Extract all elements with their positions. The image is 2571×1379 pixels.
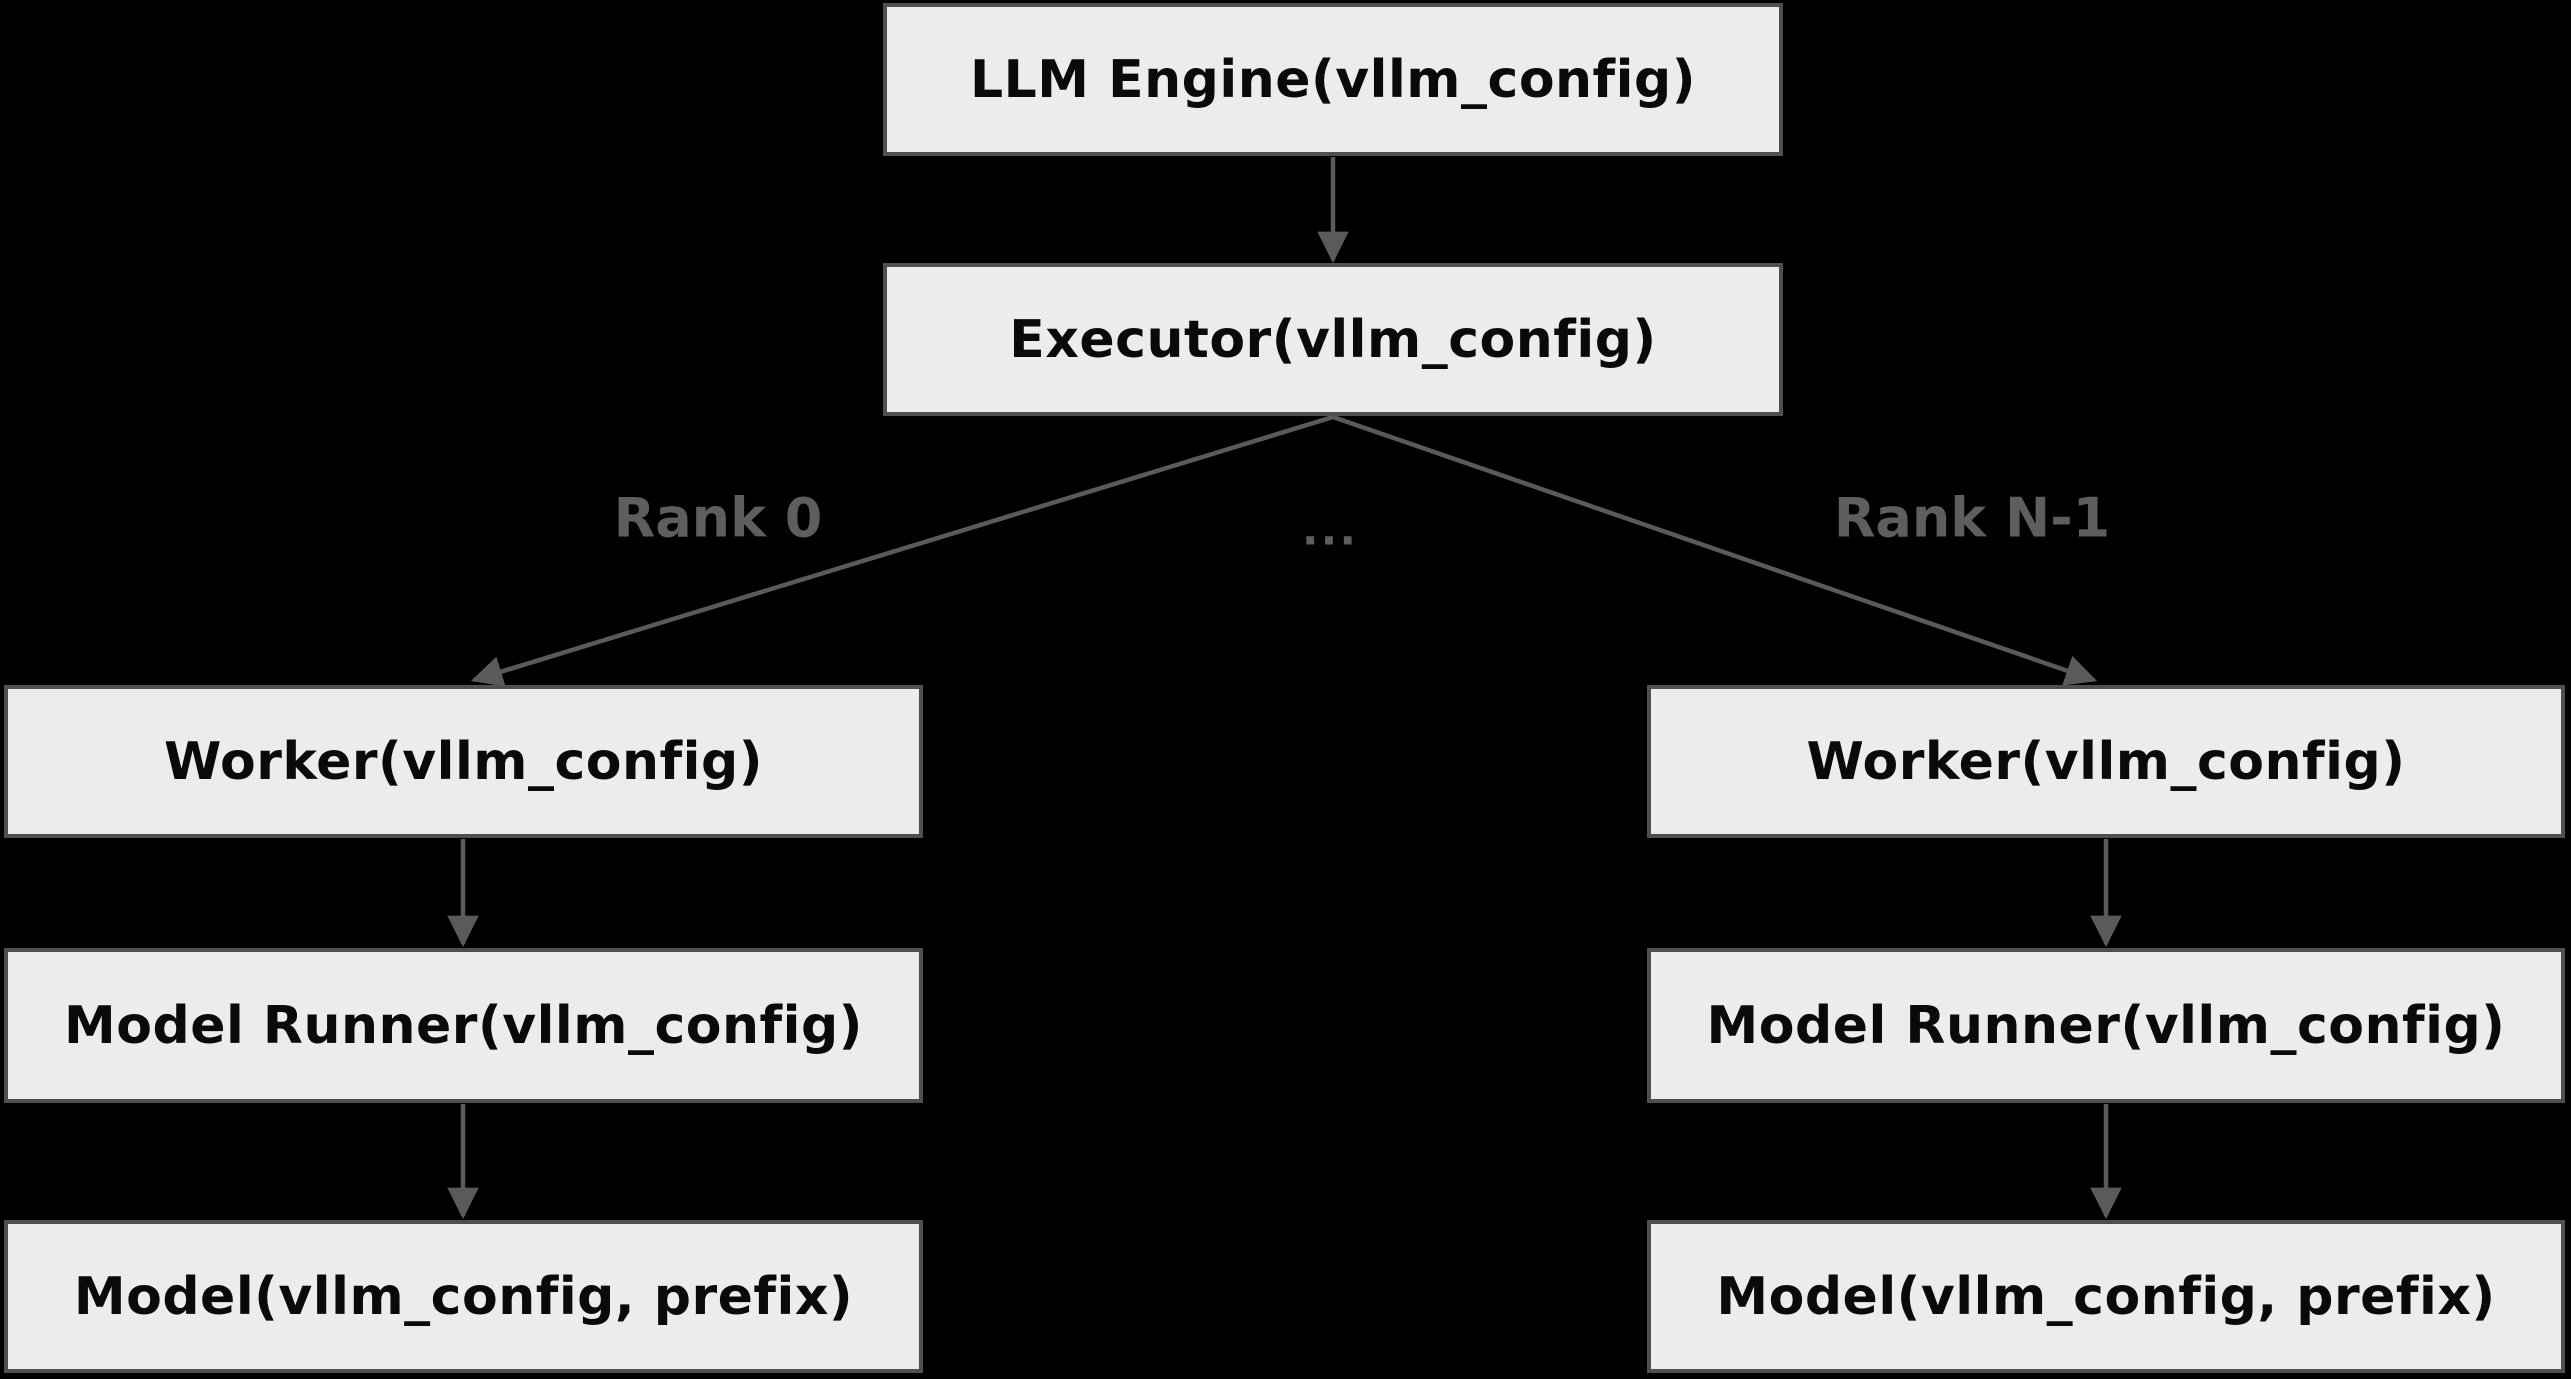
- node-model-rank0: Model(vllm_config, prefix): [4, 1220, 923, 1373]
- node-model-runner-rank0: Model Runner(vllm_config): [4, 948, 923, 1103]
- node-model-rankn-label: Model(vllm_config, prefix): [1716, 1266, 2496, 1327]
- node-model-runner-rank0-label: Model Runner(vllm_config): [64, 995, 863, 1056]
- edge-label-rank-0: Rank 0: [613, 486, 823, 550]
- node-worker-rankn-label: Worker(vllm_config): [1806, 731, 2406, 792]
- node-model-rank0-label: Model(vllm_config, prefix): [73, 1266, 854, 1327]
- node-executor: Executor(vllm_config): [883, 263, 1783, 416]
- edge-label-ellipsis: ...: [1301, 504, 1359, 556]
- edge-executor-to-worker-rank0: [470, 414, 1334, 687]
- edge-label-rank-n-1: Rank N-1: [1833, 486, 2111, 550]
- node-llm-engine: LLM Engine(vllm_config): [883, 3, 1783, 156]
- node-worker-rankn: Worker(vllm_config): [1647, 685, 2565, 838]
- node-model-runner-rankn-label: Model Runner(vllm_config): [1706, 995, 2506, 1056]
- node-executor-label: Executor(vllm_config): [1009, 309, 1657, 370]
- node-worker-rank0-label: Worker(vllm_config): [164, 731, 763, 792]
- node-model-rankn: Model(vllm_config, prefix): [1647, 1220, 2565, 1373]
- node-model-runner-rankn: Model Runner(vllm_config): [1647, 948, 2565, 1103]
- node-llm-engine-label: LLM Engine(vllm_config): [970, 49, 1696, 110]
- node-worker-rank0: Worker(vllm_config): [4, 685, 923, 838]
